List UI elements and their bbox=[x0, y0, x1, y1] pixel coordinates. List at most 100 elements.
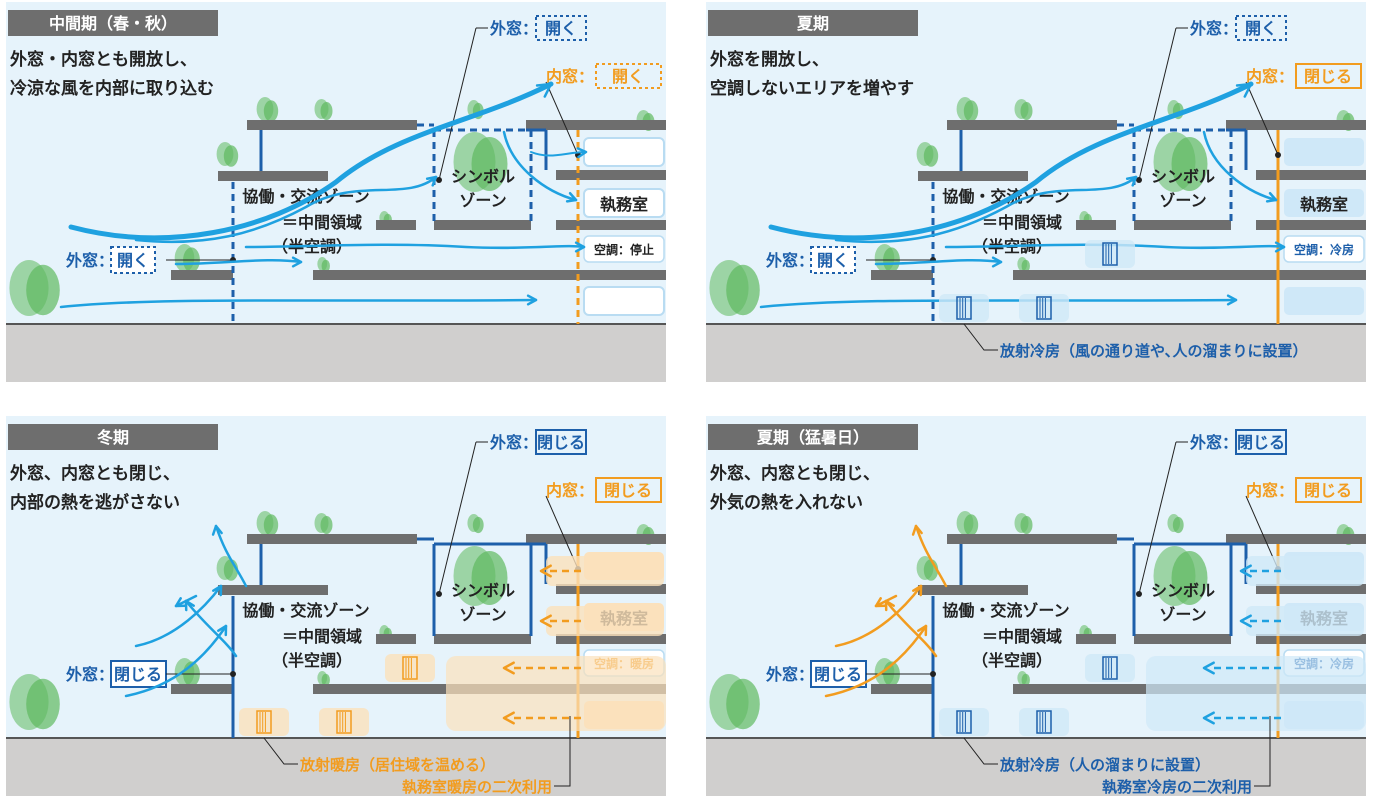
radiant-panels bbox=[939, 654, 1135, 736]
leader-line bbox=[963, 323, 998, 351]
floor-slab bbox=[556, 170, 666, 180]
arrow-head-icon bbox=[174, 597, 187, 608]
panel-title: 夏期（猛暑日） bbox=[756, 428, 869, 447]
outer-window-callout: 外窓：開く bbox=[1136, 15, 1287, 183]
collab-zone-label: ＝中間領域 bbox=[982, 627, 1062, 646]
state-box bbox=[1235, 429, 1287, 455]
panel-description: 空調しないエリアを増やす bbox=[710, 78, 914, 99]
symbol-zone-frame bbox=[432, 128, 533, 222]
outer-left-callout: 外窓：開く bbox=[765, 246, 936, 274]
collab-zone-label: ＝中間領域 bbox=[282, 627, 362, 646]
tree-icon bbox=[321, 259, 330, 273]
outer-left-callout: 外窓：閉じる bbox=[765, 660, 936, 688]
radiant-panel-icon bbox=[1102, 656, 1118, 680]
collab-zone-label: 協働・交流ゾーン bbox=[242, 601, 369, 620]
tree-icon bbox=[320, 102, 333, 120]
radiant-panel-icon bbox=[336, 710, 352, 734]
collab-zone: 協働・交流ゾーン＝中間領域（半空調） bbox=[942, 601, 1069, 670]
symbol-zone-frame bbox=[432, 542, 533, 636]
symbol-zone-frame bbox=[1132, 128, 1233, 222]
panel-hot-summer: 夏期（猛暑日）外窓、内窓とも閉じ、外気の熱を入れないシンボルゾーン執務室空調：冷… bbox=[706, 416, 1366, 796]
ground bbox=[6, 324, 666, 382]
arrow-left-icon bbox=[1239, 564, 1252, 578]
state-box bbox=[1295, 63, 1362, 89]
state-box bbox=[595, 477, 662, 503]
outer-window-callout: 外窓：閉じる bbox=[436, 429, 587, 597]
tree-icon bbox=[263, 514, 279, 536]
floor-slab bbox=[556, 634, 666, 644]
outer-window-prefix: 外窓： bbox=[1189, 433, 1238, 452]
panel-description: 外窓を開放し、 bbox=[710, 49, 829, 70]
outer-window-prefix: 外窓： bbox=[1189, 19, 1238, 38]
collab-zone-label: ＝中間領域 bbox=[982, 213, 1062, 232]
office-room bbox=[1284, 189, 1364, 217]
hvac-status: 空調：停止 bbox=[594, 242, 654, 257]
radiant-panels bbox=[939, 240, 1135, 322]
radiant-panel-glow bbox=[1085, 240, 1135, 268]
symbol-zone-frame bbox=[1132, 542, 1233, 636]
roof-slab bbox=[947, 120, 1117, 130]
roof-slab bbox=[247, 534, 417, 544]
building bbox=[871, 120, 1366, 280]
symbol-zone-label: ゾーン bbox=[459, 191, 506, 210]
title-bar bbox=[708, 424, 918, 450]
office-glow bbox=[546, 556, 664, 586]
panel-title: 冬期 bbox=[97, 428, 129, 447]
radiant-note-label: 放射冷房（風の通り道や､人の溜まりに設置） bbox=[999, 342, 1308, 360]
leader-line bbox=[1138, 27, 1177, 181]
tree-icon bbox=[321, 673, 330, 687]
panel-description: 外気の熱を入れない bbox=[710, 492, 863, 513]
arrow-head-icon bbox=[212, 584, 223, 597]
panel-midseason: 中間期（春・秋）外窓・内窓とも開放し、冷涼な風を内部に取り込むシンボルゾーン執務… bbox=[6, 2, 666, 382]
collab-zone-label: 協働・交流ゾーン bbox=[942, 601, 1069, 620]
outer-left-prefix: 外窓： bbox=[765, 251, 814, 270]
panel-summer: 夏期外窓を開放し、空調しないエリアを増やすシンボルゾーン執務室空調：冷房協働・交… bbox=[706, 2, 1366, 382]
panel-title: 夏期 bbox=[796, 14, 829, 33]
radiant-panel-icon bbox=[1102, 242, 1118, 266]
office-room bbox=[583, 137, 665, 167]
leader-dot bbox=[436, 591, 442, 597]
inner-window-prefix: 内窓： bbox=[546, 67, 594, 86]
leader-dot bbox=[436, 177, 442, 183]
collab-zone-label: （半空調） bbox=[272, 651, 352, 670]
symbol-zone-label: ゾーン bbox=[1159, 605, 1206, 624]
radiant-note-label: 放射冷房（人の溜まりに設置） bbox=[999, 756, 1210, 774]
collab-zone-label: 協働・交流ゾーン bbox=[242, 187, 369, 206]
leader-line bbox=[438, 27, 477, 181]
radiant-note-label: 執務室冷房の二次利用 bbox=[1102, 778, 1252, 796]
balcony-slab bbox=[171, 270, 233, 280]
airflow-arrow bbox=[59, 298, 538, 309]
leader-line bbox=[545, 81, 579, 156]
tree-icon bbox=[963, 514, 979, 536]
roof-slab bbox=[526, 534, 666, 544]
tree-icon bbox=[1172, 516, 1184, 534]
outer-window-state: 開く bbox=[545, 19, 577, 38]
inner-window-prefix: 内窓： bbox=[1246, 481, 1294, 500]
floor-slab bbox=[434, 634, 531, 644]
panel-description: 外窓、内窓とも閉じ、 bbox=[10, 463, 180, 484]
radiant-panel-icon bbox=[956, 710, 972, 734]
outer-left-state: 閉じる bbox=[814, 665, 862, 684]
symbol-zone-label: シンボル bbox=[451, 581, 515, 600]
tree-icon bbox=[223, 145, 239, 167]
floor-slab bbox=[1076, 634, 1116, 644]
airflow-arrow bbox=[914, 524, 948, 588]
leader-line bbox=[263, 737, 298, 765]
leader-line bbox=[1138, 441, 1177, 595]
airflow-arrow bbox=[834, 584, 923, 648]
outer-window-prefix: 外窓： bbox=[489, 19, 538, 38]
tree-icon bbox=[923, 145, 939, 167]
panel-diagram: 冬期外窓、内窓とも閉じ、内部の熱を逃がさないシンボルゾーン執務室空調：暖房協働・… bbox=[6, 416, 666, 796]
collab-zone: 協働・交流ゾーン＝中間領域（半空調） bbox=[242, 187, 369, 256]
radiant-note-label: 執務室暖房の二次利用 bbox=[402, 778, 552, 796]
floor-slab bbox=[218, 585, 328, 595]
arrow-head-icon bbox=[535, 82, 553, 98]
arrow-left-icon bbox=[1239, 614, 1252, 628]
symbol-zone-label: ゾーン bbox=[1159, 191, 1206, 210]
state-box bbox=[110, 660, 167, 688]
tree-icon bbox=[472, 516, 484, 534]
floor-slab bbox=[376, 634, 416, 644]
balcony-slab bbox=[171, 684, 233, 694]
